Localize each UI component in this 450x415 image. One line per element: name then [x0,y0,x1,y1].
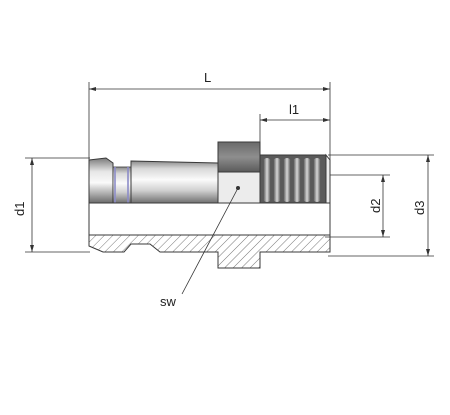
sw-callout: sw [160,186,240,309]
nose-collar [88,157,114,204]
label-d2: d2 [368,199,383,213]
dimension-L: L [88,70,331,160]
dimension-d1: d1 [12,157,90,253]
main-shank [130,160,219,204]
section-wall [88,234,331,269]
label-sw: sw [160,294,177,309]
dimension-d3: d3 [328,154,434,257]
label-l1: l1 [289,102,299,117]
label-L: L [204,70,211,85]
thread-chamfer [325,153,331,204]
label-d3: d3 [412,201,427,215]
bore [88,202,331,236]
fitting-body [88,141,331,204]
fitting-section [88,202,331,269]
thread-ridges [263,158,321,202]
dimension-l1: l1 [259,102,330,150]
label-d1: d1 [12,202,27,216]
hex-upper [217,141,261,173]
dimension-d2: d2 [325,174,390,238]
